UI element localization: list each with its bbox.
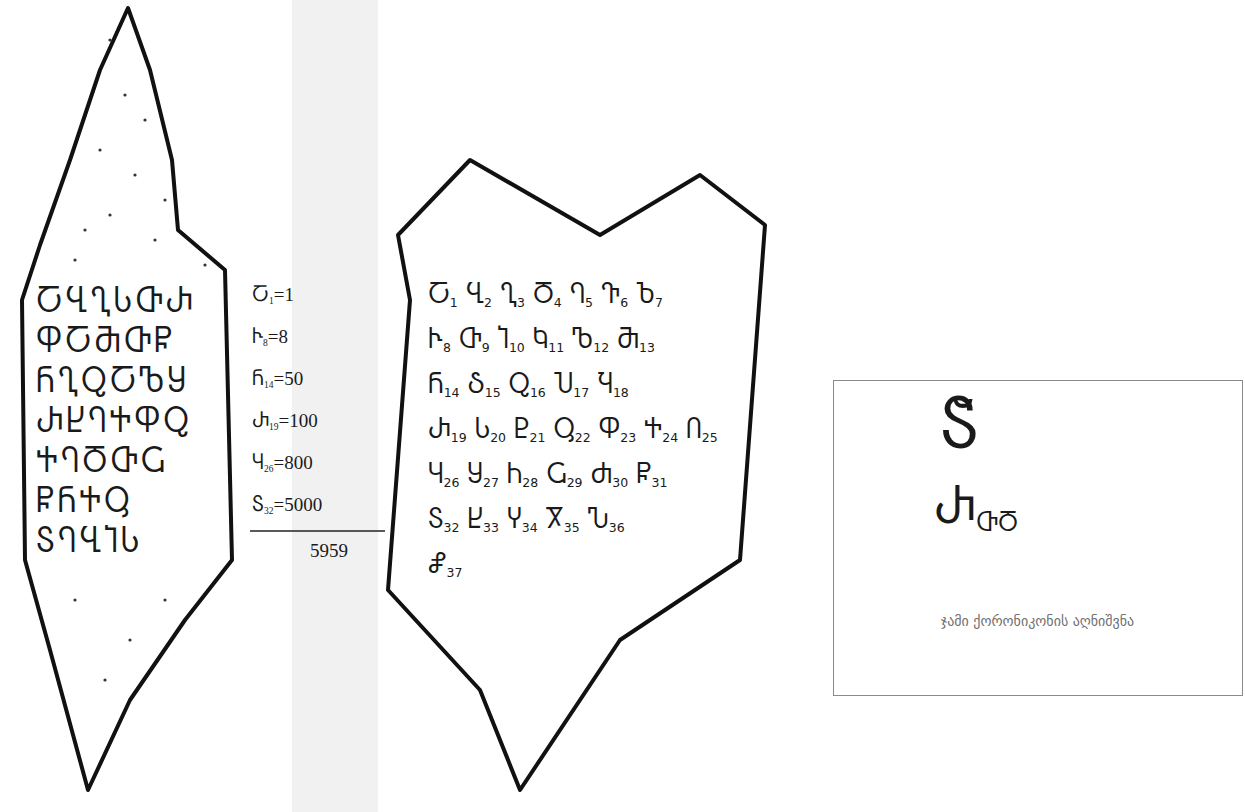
stone-texture — [108, 213, 111, 216]
numeral-equation: Ⴝ32=5000 — [252, 492, 322, 518]
numeral-equation: Ⴀ1=1 — [252, 282, 294, 308]
stone-texture — [128, 638, 131, 641]
inscription-line: Ⴥ37 — [428, 542, 462, 587]
inscription-line: ႵႤႣႧႺ — [36, 442, 168, 482]
inscription-line: ႠႡႢႱႧႰ — [36, 282, 196, 322]
stone-texture — [163, 198, 166, 201]
stone-texture — [73, 598, 76, 601]
stone-texture — [83, 228, 86, 231]
stone-texture — [98, 148, 101, 151]
stone-texture — [123, 93, 126, 96]
abbreviation-letter: Ⴝ̆ — [940, 387, 979, 467]
stone-texture — [153, 238, 156, 241]
numeral-equation: Ⴗ26=800 — [252, 450, 313, 476]
abbreviation-box: Ⴝ̆ ႰႧႣ ჯამი ქორონიკონის აღნიშვნა — [833, 380, 1243, 696]
stone-texture — [203, 263, 206, 266]
inscription-block: ႠႡႢႱႧႰႴႠႫႧႼႬႢႭႠႪႸႰႾႤႵႴႭႵႤႣႧႺႼႬႵႳႽႤႡႨႱ — [36, 282, 221, 562]
inscription-line: Ⴌ14 Ⴢ15 Ⴍ16 Ⴎ17 Ⴏ18 — [428, 362, 629, 407]
grey-band — [292, 0, 378, 812]
inscription-line: ႰႾႤႵႴႭ — [36, 402, 192, 442]
inscription-line: Ⴝ32 Ⴞ33 Ⴤ34 Ⴟ35 Ⴠ36 — [428, 497, 625, 542]
stone-texture — [73, 258, 76, 261]
stone-edge — [388, 160, 765, 790]
sum-total: 5959 — [310, 538, 348, 564]
stone-edge — [22, 8, 232, 790]
inscription-line: Ⴐ19 Ⴑ20 Ⴒ21 Ⴓ22 Ⴔ23 Ⴕ24 Ⴖ25 — [428, 407, 718, 452]
inscription-line: Ⴗ26 Ⴘ27 Ⴙ28 Ⴚ29 Ⴛ30 Ⴜ31 — [428, 452, 668, 497]
inscription-line: ႬႢႭႠႪႸ — [36, 362, 189, 402]
inscription-line: ႼႬႵႳ — [36, 482, 133, 522]
numeral-equation: Ⴡ8=8 — [252, 324, 288, 350]
inscription-line: Ⴡ8 Ⴇ9 Ⴈ10 Ⴉ11 Ⴊ12 Ⴋ13 — [428, 317, 655, 362]
numeral-equation: Ⴐ19=100 — [252, 408, 318, 434]
inscription-block: Ⴀ1 Ⴁ2 Ⴂ3 Ⴃ4 Ⴄ5 Ⴅ6 Ⴆ7Ⴡ8 Ⴇ9 Ⴈ10 Ⴉ11 Ⴊ12 Ⴋ1… — [428, 272, 748, 587]
stone-fragment: ႠႡႢႱႧႰႴႠႫႧႼႬႢႭႠႪႸႰႾႤႵႴႭႵႤႣႧႺႼႬႵႳႽႤႡႨႱ — [15, 0, 240, 800]
abbreviation-letters: ႰႧႣ — [934, 477, 1018, 553]
sum-rule — [250, 530, 385, 532]
stone-texture — [133, 173, 136, 176]
numeral-equation: Ⴌ14=50 — [252, 366, 303, 392]
stone-texture — [103, 678, 106, 681]
inscription-line: Ⴀ1 Ⴁ2 Ⴂ3 Ⴃ4 Ⴄ5 Ⴅ6 Ⴆ7 — [428, 272, 663, 317]
stone-texture — [163, 598, 166, 601]
inscription-line: ႽႤႡႨႱ — [36, 522, 142, 562]
stone-outline — [15, 0, 240, 800]
stone-texture — [108, 38, 111, 41]
caption-text: ჯამი ქორონიკონის აღნიშვნა — [834, 613, 1241, 629]
inscription-line: ႴႠႫႧႼ — [36, 322, 176, 362]
alphabet-stone: Ⴀ1 Ⴁ2 Ⴂ3 Ⴃ4 Ⴄ5 Ⴅ6 Ⴆ7Ⴡ8 Ⴇ9 Ⴈ10 Ⴉ11 Ⴊ12 Ⴋ1… — [385, 150, 770, 800]
stone-texture — [143, 118, 146, 121]
